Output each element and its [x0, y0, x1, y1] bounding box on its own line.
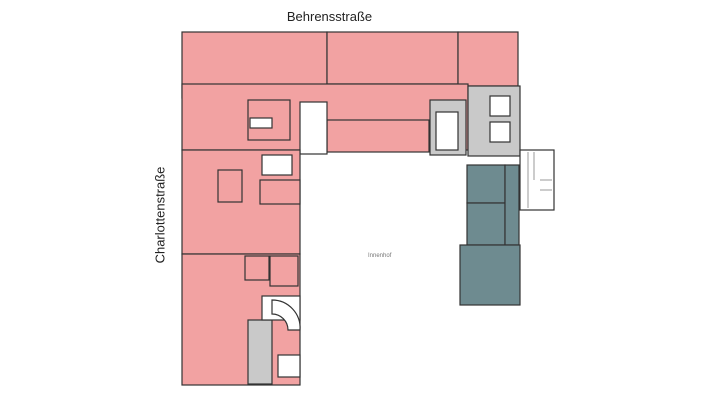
spiral-stair: [271, 299, 301, 331]
tenant-corridor: [504, 164, 520, 246]
shaft: [249, 117, 273, 129]
room-left-kitchen[interactable]: [259, 179, 301, 205]
room-lower-strip[interactable]: [326, 119, 430, 153]
room-top-middle[interactable]: [326, 31, 459, 85]
lift-1: [489, 95, 511, 117]
tenant-room-2[interactable]: [466, 202, 506, 246]
courtyard-label: Innenhof: [368, 253, 392, 259]
room-left-box: [217, 169, 243, 203]
core-left: [247, 319, 273, 385]
room-left-small-2[interactable]: [269, 255, 299, 287]
tenant-room-1[interactable]: [466, 164, 506, 204]
tenant-room-3[interactable]: [459, 244, 521, 306]
stair-flight: [435, 111, 459, 151]
room-left-bottom: [277, 354, 301, 378]
stair-inner: [299, 101, 328, 155]
lift-2: [489, 121, 511, 143]
wc-left: [261, 154, 293, 176]
room-left-small[interactable]: [244, 255, 270, 281]
street-label-behrensstrasse: Behrensstraße: [286, 9, 373, 24]
room-top-right[interactable]: [457, 31, 519, 87]
